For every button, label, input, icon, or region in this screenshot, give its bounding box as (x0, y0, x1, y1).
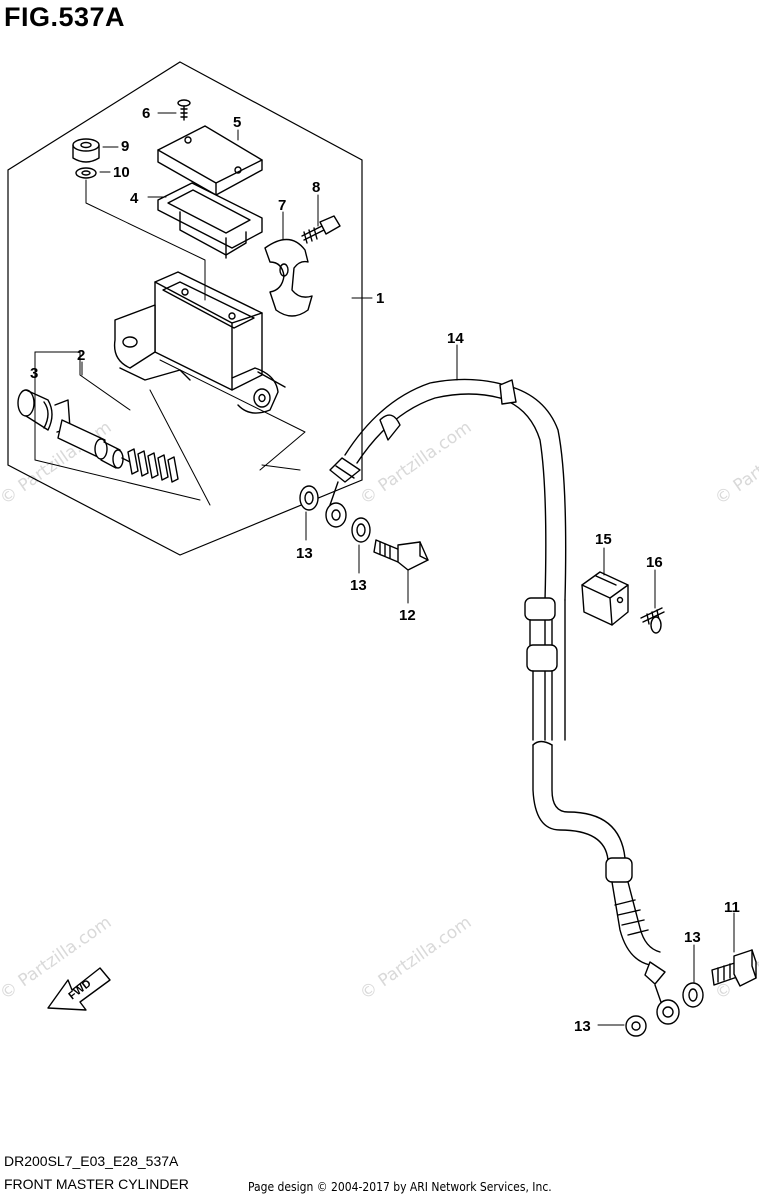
part-washer (682, 982, 704, 1008)
part-washer (625, 1015, 647, 1037)
watermark: © Partzilla.com (356, 417, 475, 509)
part-union-bolt-lower (711, 949, 757, 987)
callout-5: 5 (233, 114, 241, 131)
part-brake-hose (325, 378, 680, 1025)
callout-13: 13 (684, 929, 701, 946)
watermark: © Partzilla.com (0, 912, 115, 1004)
copyright-notice: Page design © 2004-2017 by ARI Network S… (248, 1180, 552, 1194)
callout-labels: 1 2 3 4 5 6 7 8 9 10 11 12 13 13 13 13 1… (30, 105, 740, 1035)
callout-4: 4 (130, 190, 139, 207)
figure-title: FIG.537A (4, 2, 126, 32)
fwd-arrow (47, 967, 111, 1011)
callout-13: 13 (296, 545, 313, 562)
callout-12: 12 (399, 607, 416, 624)
callout-16: 16 (646, 554, 663, 571)
part-diaphragm (157, 182, 263, 259)
assembly-name: FRONT MASTER CYLINDER (4, 1176, 189, 1192)
callout-1: 1 (376, 290, 384, 307)
assembly-boundary (7, 61, 363, 556)
part-washer-small (75, 167, 97, 179)
callout-10: 10 (113, 164, 130, 181)
part-bolt-holder (301, 215, 341, 244)
part-screw-small (177, 99, 191, 121)
callout-15: 15 (595, 531, 612, 548)
callout-7: 7 (278, 197, 286, 214)
master-cylinder-body (113, 271, 286, 414)
watermark: © Partzilla.com (356, 912, 475, 1004)
model-code: DR200SL7_E03_E28_537A (4, 1153, 179, 1169)
callout-2: 2 (77, 347, 85, 364)
callout-11: 11 (724, 899, 740, 916)
callout-14: 14 (447, 330, 464, 347)
callout-13: 13 (350, 577, 367, 594)
leader-lines (34, 112, 735, 1026)
part-washer (299, 485, 319, 511)
part-boot (17, 389, 53, 431)
part-clamp-holder (264, 238, 313, 317)
part-union-bolt-upper (373, 539, 429, 571)
part-washer (351, 517, 371, 543)
part-piston-set (54, 399, 179, 483)
part-reservoir-cap (157, 125, 263, 196)
callout-13: 13 (574, 1018, 591, 1035)
watermarks: © Partzilla.com © Partzilla.com © Partzi… (0, 417, 759, 1004)
callout-9: 9 (121, 138, 129, 155)
callout-6: 6 (142, 105, 150, 122)
callout-3: 3 (30, 365, 38, 382)
part-screw-clamp (640, 607, 665, 634)
part-hose-clamp (581, 571, 629, 626)
part-plug-cap (72, 138, 100, 163)
callout-8: 8 (312, 179, 320, 196)
watermark: © Partzilla.com (711, 417, 759, 509)
